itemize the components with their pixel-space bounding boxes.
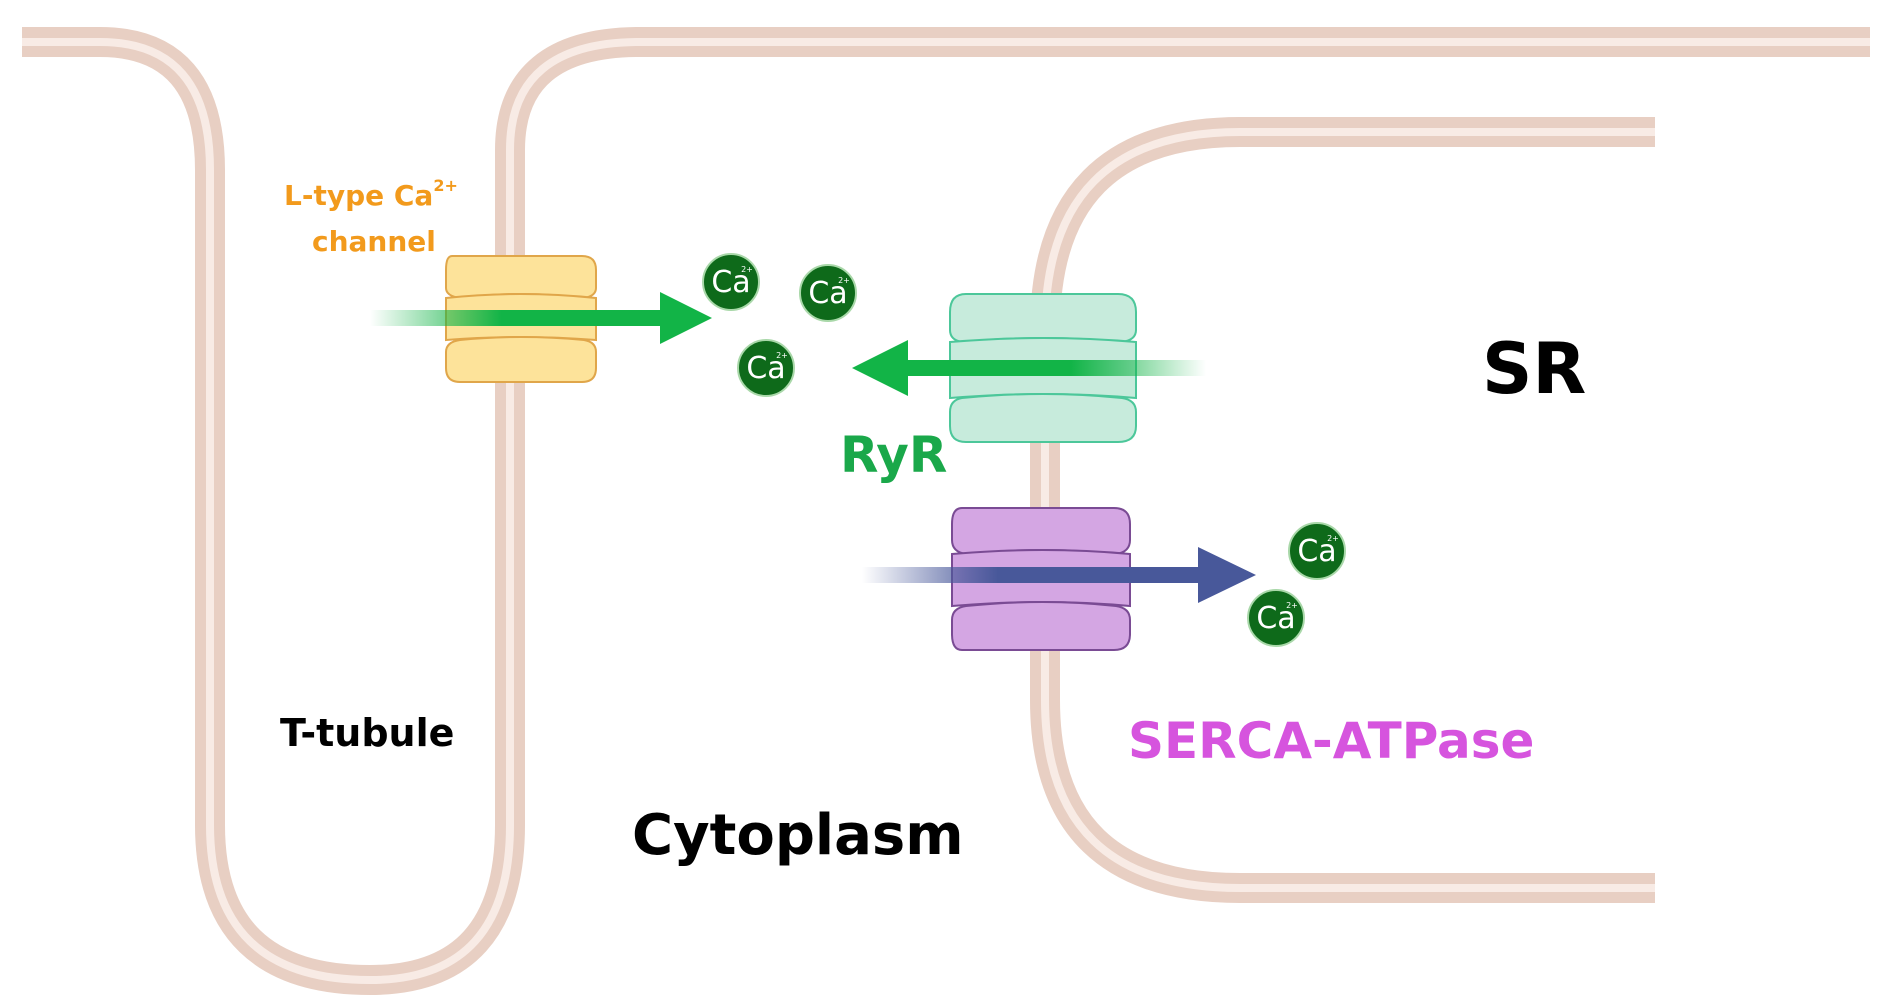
calcium-ion: Ca2+ (737, 339, 795, 397)
calcium-ion: Ca2+ (702, 253, 760, 311)
l-type-calcium-channel (445, 255, 597, 383)
l-type-label-line2: channel (312, 225, 436, 258)
t-tubule-membrane (22, 27, 1870, 996)
ryr-label: RyR (840, 426, 948, 484)
calcium-ion-charge: 2+ (776, 351, 788, 360)
calcium-ion: Ca2+ (1288, 522, 1346, 580)
sr-label: SR (1482, 328, 1587, 410)
sr-membrane (1030, 117, 1655, 903)
l-type-influx-arrow (370, 292, 712, 344)
l-type-label-text: L-type Ca (284, 179, 434, 212)
t-tubule-label: T-tubule (280, 711, 455, 755)
l-type-label-line1: L-type Ca2+ (284, 178, 458, 210)
ryr-release-arrow (852, 340, 1206, 396)
calcium-ion: Ca2+ (1247, 589, 1305, 647)
calcium-ion-charge: 2+ (741, 265, 753, 274)
calcium-ion-symbol: Ca (1297, 534, 1336, 569)
calcium-ions: Ca2+Ca2+Ca2+Ca2+Ca2+ (702, 253, 1346, 647)
calcium-ion-charge: 2+ (1286, 601, 1298, 610)
calcium-ion-symbol: Ca (808, 276, 847, 311)
calcium-ion: Ca2+ (799, 264, 857, 322)
calcium-ion-symbol: Ca (746, 351, 785, 386)
serca-label: SERCA-ATPase (1128, 712, 1535, 770)
calcium-ion-symbol: Ca (711, 265, 750, 300)
cytoplasm-label: Cytoplasm (632, 803, 964, 868)
calcium-ion-charge: 2+ (1327, 534, 1339, 543)
calcium-ion-symbol: Ca (1256, 601, 1295, 636)
serca-uptake-arrow (862, 547, 1256, 603)
calcium-ion-charge: 2+ (838, 276, 850, 285)
l-type-label-sup: 2+ (433, 176, 458, 195)
